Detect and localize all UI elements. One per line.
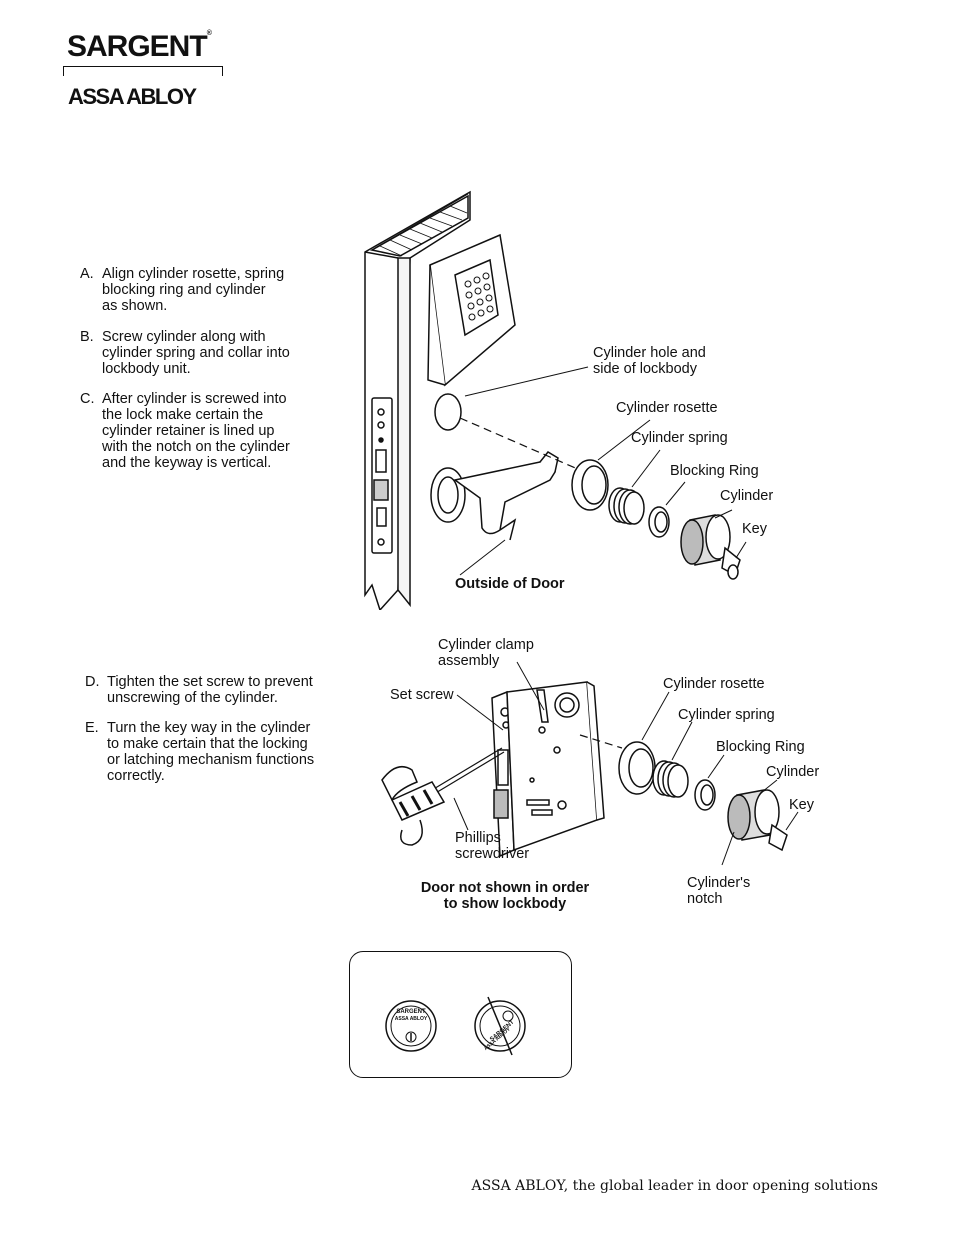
- footer-tagline: ASSA ABLOY, the global leader in door op…: [471, 1178, 878, 1194]
- logo-divider: [63, 66, 223, 76]
- label-cylinder-clamp: Cylinder clamp assembly: [438, 637, 534, 669]
- assa-abloy-logo: ASSA ABLOY: [68, 84, 197, 109]
- sargent-logo: SARGENT®: [67, 30, 212, 63]
- label-cylinder: Cylinder: [720, 488, 774, 504]
- label-cylinder-spring: Cylinder spring: [631, 430, 728, 446]
- step-d: D.Tighten the set screw to prevent unscr…: [85, 674, 313, 706]
- label-phillips-screwdriver: Phillips screwdriver: [455, 830, 530, 862]
- figure-lockbody: [381, 661, 799, 866]
- figure-outside-door: [364, 190, 747, 610]
- step-e: E.Turn the key way in the cylinder to ma…: [85, 720, 315, 784]
- label-cylinders-notch: Cylinder's notch: [687, 875, 751, 907]
- step-b: B.Screw cylinder along with cylinder spr…: [80, 329, 290, 377]
- caption-outside-of-door: Outside of Door: [455, 576, 565, 592]
- step-a: A.Align cylinder rosette, spring blockin…: [80, 266, 285, 314]
- label-key: Key: [742, 521, 767, 537]
- label-cylinder-rosette-2: Cylinder rosette: [663, 676, 765, 692]
- orientation-box: SARGENT ASSA ABLOY SARGENT ASSA ABLOY: [349, 951, 572, 1078]
- step-c: C.After cylinder is screwed into the loc…: [80, 391, 290, 471]
- label-blocking-ring-2: Blocking Ring: [716, 739, 805, 755]
- svg-text:SARGENT: SARGENT: [396, 1009, 426, 1015]
- caption-door-not-shown: Door not shown in order to show lockbody: [420, 880, 590, 912]
- label-cylinder-2: Cylinder: [766, 764, 820, 780]
- label-blocking-ring: Blocking Ring: [670, 463, 759, 479]
- label-cylinder-rosette: Cylinder rosette: [616, 400, 718, 416]
- label-cylinder-hole: Cylinder hole and side of lockbody: [593, 345, 706, 377]
- label-set-screw: Set screw: [390, 687, 454, 703]
- label-cylinder-spring-2: Cylinder spring: [678, 707, 775, 723]
- label-key-2: Key: [789, 797, 814, 813]
- svg-text:ASSA ABLOY: ASSA ABLOY: [395, 1016, 428, 1022]
- cylinder-face-correct: SARGENT ASSA ABLOY SARGENT ASSA ABLOY: [385, 996, 526, 1056]
